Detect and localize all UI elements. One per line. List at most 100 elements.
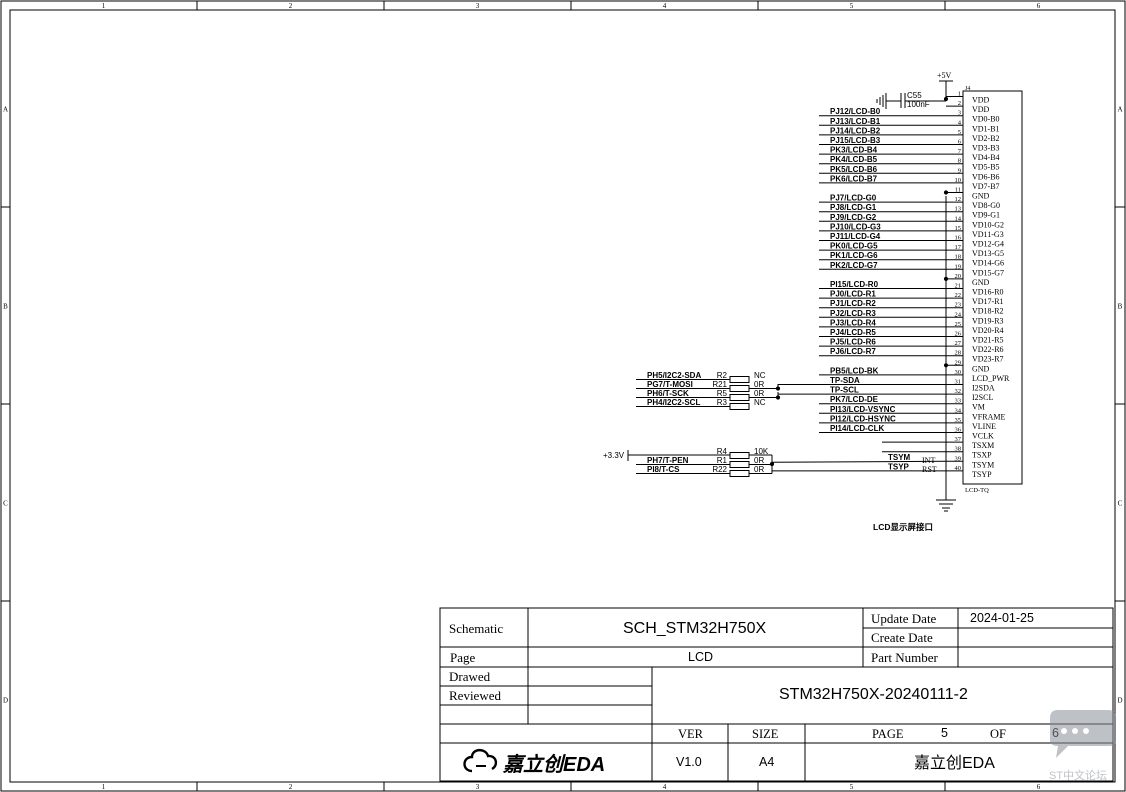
net-label: PJ10/LCD-G3: [830, 222, 881, 231]
update-date-value: 2024-01-25: [970, 611, 1034, 625]
chat-bubble-icon: [1050, 710, 1116, 758]
pin-number: 13: [955, 206, 962, 213]
title-block: Schematic SCH_STM32H750X Update Date 202…: [439, 607, 1114, 782]
pin-number: 33: [955, 398, 962, 405]
pin-number: 35: [955, 417, 962, 424]
net-label: PJ7/LCD-G0: [830, 194, 877, 203]
pin-number: 6: [958, 139, 962, 146]
frame-col-label: 3: [476, 783, 480, 791]
pin-number: 2: [958, 100, 961, 107]
pin-number: 3: [958, 110, 961, 117]
pin-name: VD0-B0: [972, 115, 1000, 124]
pin-number: 39: [955, 455, 962, 462]
pin-number: 37: [955, 436, 962, 443]
net-label: PJ14/LCD-B2: [830, 126, 881, 135]
pin-int-label: INT: [922, 456, 935, 465]
net-label: PJ4/LCD-R5: [830, 328, 876, 337]
pin-name: VD13-G5: [972, 249, 1004, 258]
pin-name: VD23-R7: [972, 355, 1004, 364]
pin-number: 16: [955, 235, 962, 242]
ver-value: V1.0: [676, 755, 702, 769]
frame-col-label: 5: [850, 783, 854, 791]
pin-name: GND: [972, 192, 990, 201]
resistor-ref: R5: [717, 389, 728, 398]
net-label: PK2/LCD-G7: [830, 261, 878, 270]
pin-number: 12: [955, 196, 962, 203]
c55-value: 100nF: [907, 100, 930, 109]
frame-col-label: 6: [1037, 2, 1041, 10]
pin-number: 10: [955, 177, 962, 184]
net-label: PJ9/LCD-G2: [830, 213, 877, 222]
net-label: PK5/LCD-B6: [830, 165, 878, 174]
pin-name: LCD_PWR: [972, 374, 1010, 383]
forum-watermark: ST中文论坛: [1049, 710, 1116, 782]
pin-number: 5: [958, 129, 961, 136]
net-label: PH7/T-PEN: [647, 456, 689, 465]
frame-col-label: 1: [102, 2, 106, 10]
frame-col-label: 3: [476, 2, 480, 10]
resistor-body: [729, 470, 750, 477]
logo-text: 嘉立创EDA: [502, 753, 605, 776]
frame-row-label: D: [3, 697, 8, 705]
frame-row-label: B: [3, 303, 8, 311]
pin-name: VCLK: [972, 432, 994, 441]
reviewed-label: Reviewed: [449, 688, 501, 703]
net-label: PI12/LCD-HSYNC: [830, 414, 896, 423]
pin-number: 29: [955, 359, 962, 366]
pin-number: 31: [955, 379, 962, 386]
page-value: LCD: [688, 650, 713, 664]
connector-j4-body: [962, 90, 1023, 485]
resistor-body: [729, 461, 750, 468]
pin-number: 19: [955, 263, 962, 270]
size-value: A4: [759, 755, 774, 769]
net-label: TP-SDA: [830, 376, 860, 385]
pin-number: 17: [955, 244, 962, 251]
resistor-value: NC: [754, 398, 766, 407]
connector-ref: J4: [965, 86, 970, 92]
c55-ref: C55: [907, 91, 922, 100]
pin-name: VD22-R6: [972, 345, 1004, 354]
pin-number: 22: [955, 292, 962, 299]
net-label: PJ2/LCD-R3: [830, 309, 876, 318]
net-label: PB5/LCD-BK: [830, 366, 879, 375]
pin-name: VD20-R4: [972, 326, 1004, 335]
frame-row-label: A: [3, 106, 8, 114]
resistor-value: 0R: [754, 380, 764, 389]
pin-number: 14: [955, 215, 962, 222]
pin-number: 25: [955, 321, 962, 328]
net-label: PG7/T-MOSI: [647, 380, 693, 389]
resistor-ref: R22: [712, 465, 727, 474]
net-label: PK4/LCD-B5: [830, 155, 878, 164]
of-label: OF: [990, 727, 1006, 741]
net-label: PI8/T-CS: [647, 465, 680, 474]
resistor-body: [729, 403, 750, 410]
net-label: PJ5/LCD-R6: [830, 338, 876, 347]
vcc33-label: +3.3V: [603, 451, 625, 460]
create-date-label: Create Date: [871, 630, 933, 645]
frame-row-label: C: [1118, 500, 1123, 508]
net-label: PH4/I2C2-SCL: [647, 398, 700, 407]
resistor-ref: R21: [712, 380, 727, 389]
